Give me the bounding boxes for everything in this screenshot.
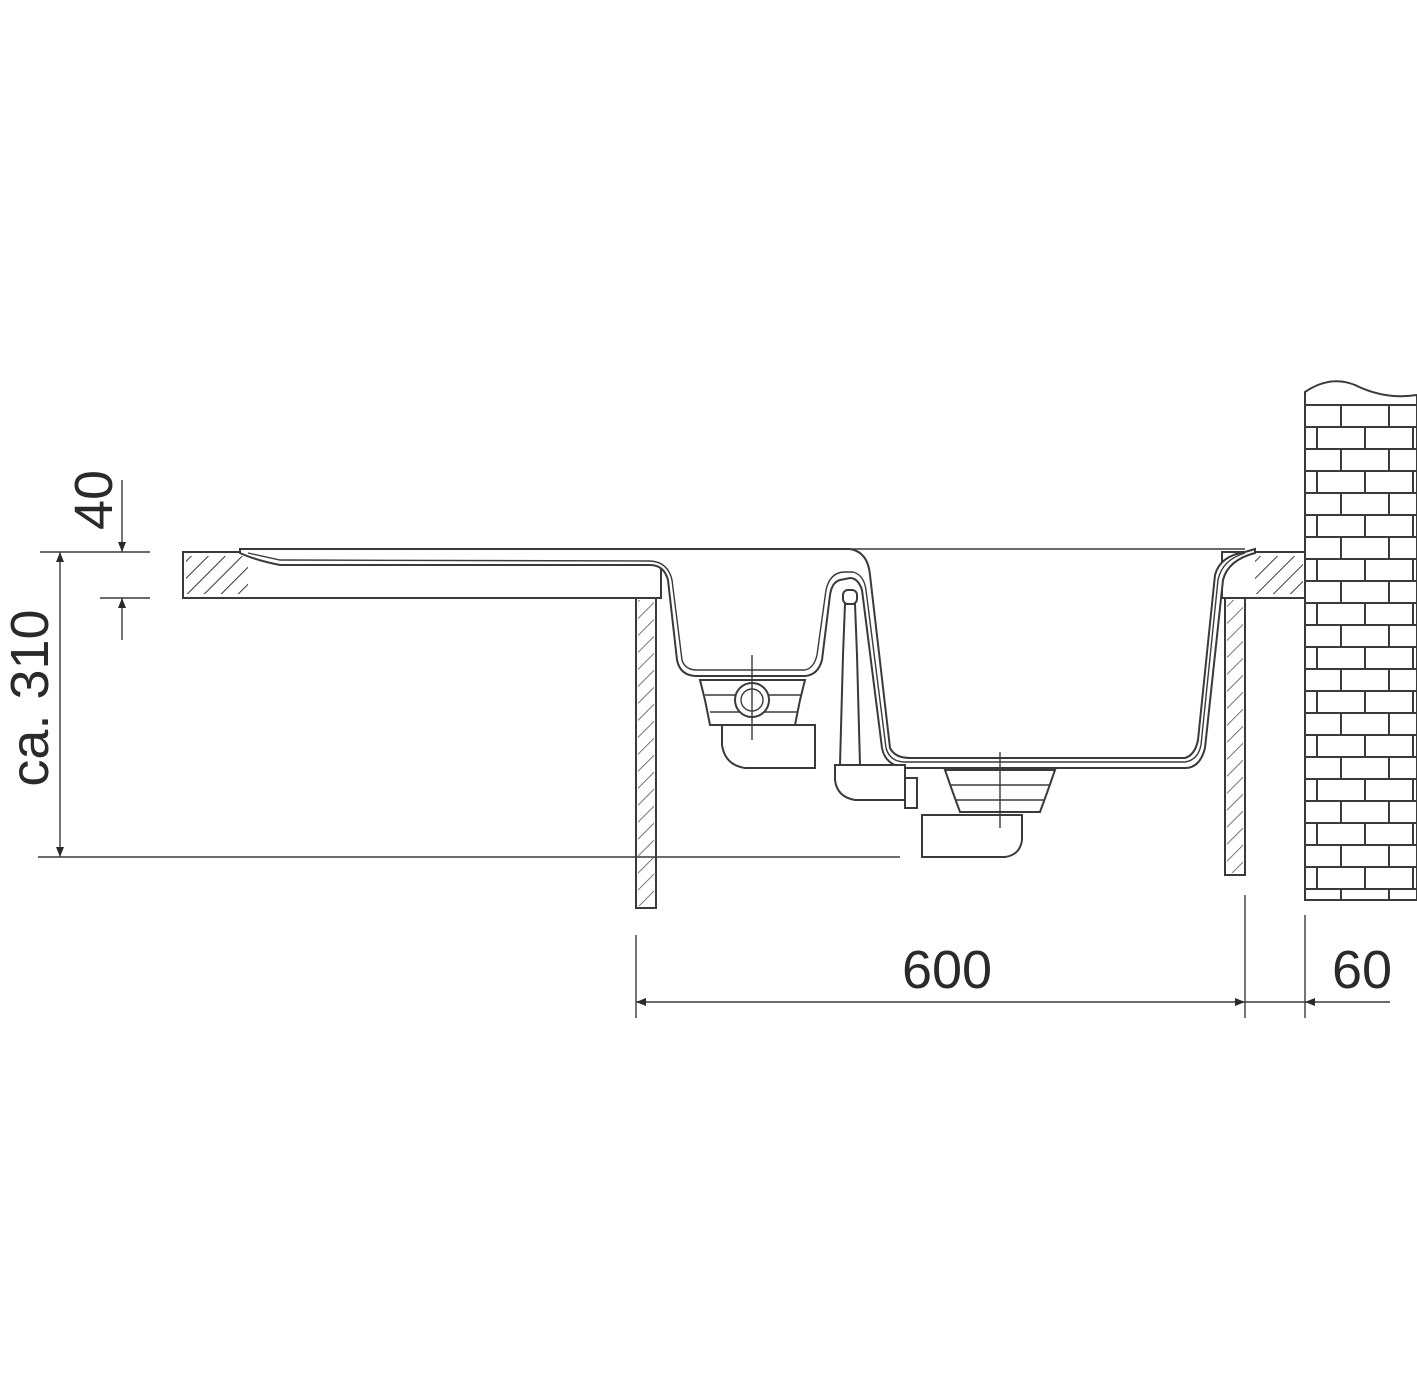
brick-wall bbox=[1304, 380, 1417, 901]
overflow-pipe bbox=[834, 589, 918, 809]
rim-label: 40 bbox=[64, 470, 124, 530]
wall-offset-label: 60 bbox=[1332, 940, 1392, 1000]
depth-label: ca. 310 bbox=[0, 609, 60, 786]
cabinet-panels bbox=[635, 597, 1246, 909]
width-dimension: 600 60 bbox=[635, 895, 1392, 1018]
large-bowl-waste bbox=[921, 752, 1057, 858]
width-label: 600 bbox=[902, 940, 992, 1000]
rim-dimension: 40 bbox=[64, 470, 126, 640]
small-bowl-waste bbox=[698, 655, 816, 769]
sink-body bbox=[239, 547, 1256, 769]
